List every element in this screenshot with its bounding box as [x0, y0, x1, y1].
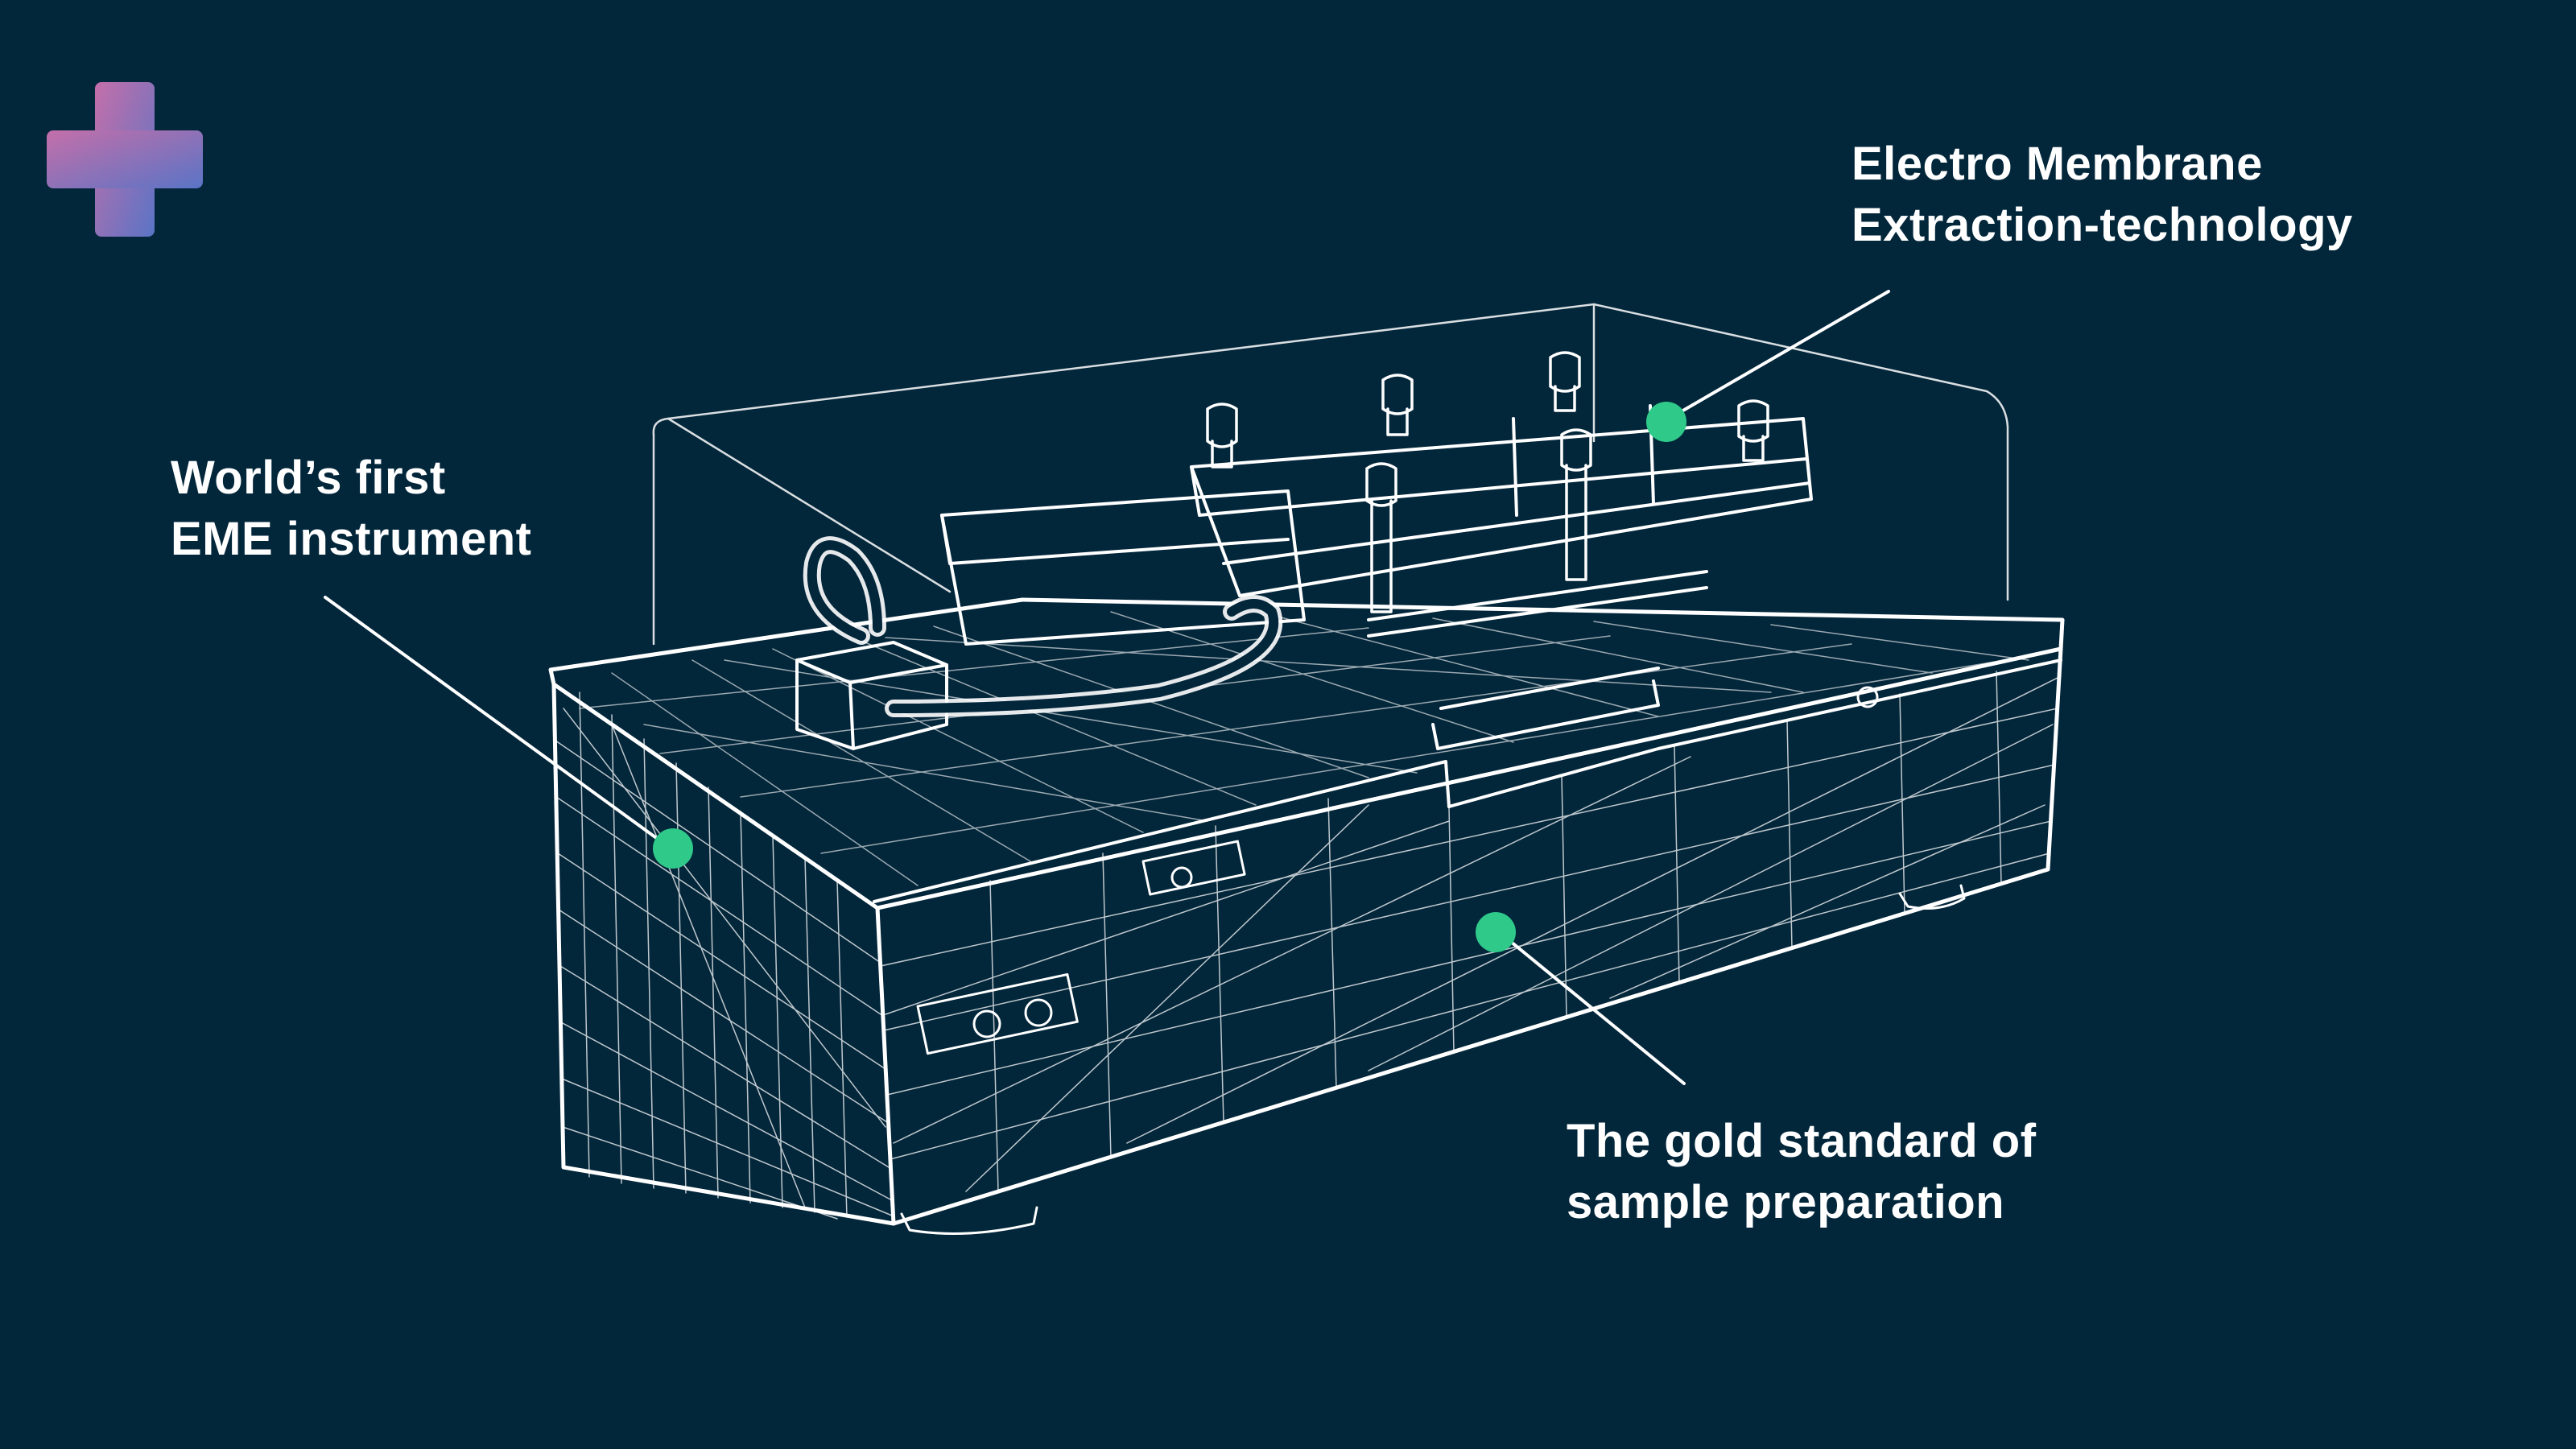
lid-outline — [652, 303, 2009, 646]
callout-gold-standard-line1: The gold standard of — [1567, 1115, 2037, 1167]
top-handle — [1431, 667, 1660, 750]
cable-inner — [807, 540, 1279, 713]
left-side-mesh — [555, 691, 893, 1220]
callout-first-instrument-line2: EME instrument — [171, 513, 532, 565]
base-body — [548, 597, 2065, 1226]
feet — [900, 884, 1966, 1235]
hotspots[interactable] — [653, 402, 1686, 952]
leader-line-gold-standard — [1496, 929, 1686, 1085]
front-side-mesh — [880, 671, 2062, 1192]
hotspot-gold-standard[interactable] — [1476, 912, 1516, 952]
callout-first-instrument-line1: World’s first — [171, 452, 446, 504]
callout-lines — [324, 290, 1890, 1085]
top-mesh — [579, 611, 2046, 886]
leader-line-eme-technology — [1665, 290, 1890, 422]
callout-first-instrument: World’s first EME instrument — [171, 448, 532, 570]
adjustment-knobs — [1206, 351, 1769, 613]
callout-gold-standard: The gold standard of sample preparation — [1567, 1111, 2037, 1233]
hotspot-first-instrument[interactable] — [653, 828, 693, 869]
leader-line-first-instrument — [324, 596, 675, 852]
connector-box — [795, 641, 948, 750]
callout-eme-technology: Electro Membrane Extraction-technology — [1852, 134, 2353, 256]
plus-cross-logo — [47, 82, 203, 237]
hotspot-eme-technology[interactable] — [1646, 402, 1686, 442]
callout-gold-standard-line2: sample preparation — [1567, 1176, 2005, 1228]
instrument-wireframe — [548, 303, 2065, 1235]
front-connectors — [916, 686, 1879, 1055]
callout-eme-technology-line1: Electro Membrane — [1852, 138, 2263, 190]
callout-eme-technology-line2: Extraction-technology — [1852, 199, 2353, 251]
